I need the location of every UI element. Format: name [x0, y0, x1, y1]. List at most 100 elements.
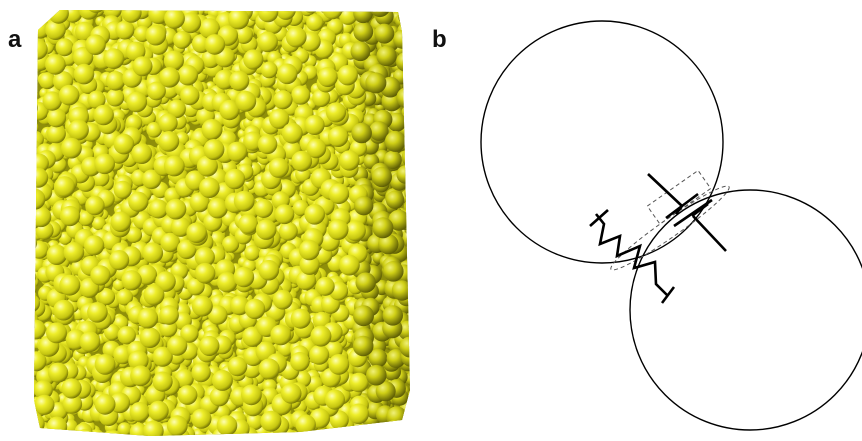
sphere: [406, 266, 416, 276]
sphere: [59, 275, 80, 296]
sphere: [412, 105, 420, 115]
sphere: [396, 87, 417, 108]
particle-lower-right: [630, 190, 862, 430]
sphere: [191, 363, 210, 382]
sphere: [362, 428, 383, 441]
sphere: [22, 125, 37, 140]
sphere: [53, 300, 74, 321]
sphere: [147, 0, 163, 10]
sphere: [258, 135, 278, 155]
sphere: [405, 94, 420, 114]
sphere: [20, 2, 36, 18]
sphere: [48, 3, 69, 24]
sphere: [329, 0, 348, 13]
sphere: [328, 127, 348, 147]
sphere: [56, 38, 74, 56]
sphere: [195, 0, 212, 9]
sphere: [400, 337, 421, 358]
sphere: [270, 325, 291, 346]
sphere: [403, 146, 414, 157]
sphere: [393, 30, 412, 49]
sphere: [28, 72, 39, 83]
spring-end-cap-bottom: [662, 287, 674, 303]
sphere: [14, 269, 34, 289]
sphere: [380, 1, 393, 14]
sphere: [199, 177, 220, 198]
sphere: [323, 0, 343, 19]
sphere: [32, 0, 50, 16]
sphere: [159, 67, 180, 88]
sphere: [385, 419, 406, 440]
sphere: [356, 272, 376, 292]
sphere: [12, 344, 31, 363]
sphere: [148, 401, 168, 421]
sphere: [351, 41, 371, 61]
sphere: [256, 219, 277, 240]
sphere: [20, 155, 31, 166]
sphere: [404, 62, 420, 82]
sphere: [128, 192, 148, 212]
sphere: [130, 365, 151, 386]
sphere: [238, 1, 248, 11]
sphere: [386, 191, 404, 209]
sphere: [31, 207, 51, 227]
sphere: [109, 250, 129, 270]
sphere: [228, 8, 249, 29]
sphere: [254, 0, 269, 10]
sphere: [403, 428, 420, 441]
sphere: [13, 222, 30, 239]
sphere: [17, 433, 30, 441]
sphere: [353, 3, 373, 23]
sphere: [26, 320, 46, 340]
sphere: [339, 255, 360, 276]
sphere: [245, 299, 265, 319]
sphere: [47, 108, 66, 127]
sphere: [178, 65, 199, 86]
sphere: [79, 0, 99, 20]
sphere: [27, 277, 38, 288]
sphere: [259, 358, 280, 379]
sphere: [349, 373, 369, 393]
sphere: [273, 90, 292, 109]
sphere: [243, 49, 263, 69]
sphere: [62, 378, 82, 398]
sphere: [395, 14, 410, 29]
sphere: [164, 156, 185, 177]
sphere: [291, 151, 312, 172]
sphere: [205, 34, 226, 55]
sphere: [20, 75, 37, 92]
sphere: [115, 21, 134, 40]
sphere: [19, 98, 38, 117]
sphere: [22, 173, 37, 188]
sphere: [114, 134, 135, 155]
sphere: [103, 48, 124, 69]
sphere: [17, 83, 34, 100]
sphere: [299, 240, 320, 261]
sphere: [24, 79, 37, 92]
sphere: [406, 409, 420, 426]
sphere: [291, 309, 311, 329]
sphere: [291, 86, 310, 105]
sphere: [227, 142, 247, 162]
sphere: [172, 0, 185, 12]
sphere: [385, 427, 398, 440]
sphere: [24, 189, 45, 210]
sphere: [374, 24, 394, 44]
sphere: [265, 0, 281, 9]
sphere: [159, 0, 170, 11]
sphere: [281, 383, 302, 404]
sphere: [408, 234, 421, 250]
sphere: [31, 0, 48, 14]
sphere: [353, 336, 374, 357]
sphere: [18, 71, 36, 89]
sphere: [408, 253, 420, 268]
sphere: [23, 414, 34, 425]
sphere: [142, 243, 163, 264]
sphere: [234, 191, 255, 212]
sphere: [385, 131, 406, 152]
sphere: [118, 422, 132, 436]
sphere: [346, 432, 357, 441]
sphere: [407, 163, 420, 178]
sphere: [407, 45, 420, 60]
sphere: [383, 0, 399, 10]
